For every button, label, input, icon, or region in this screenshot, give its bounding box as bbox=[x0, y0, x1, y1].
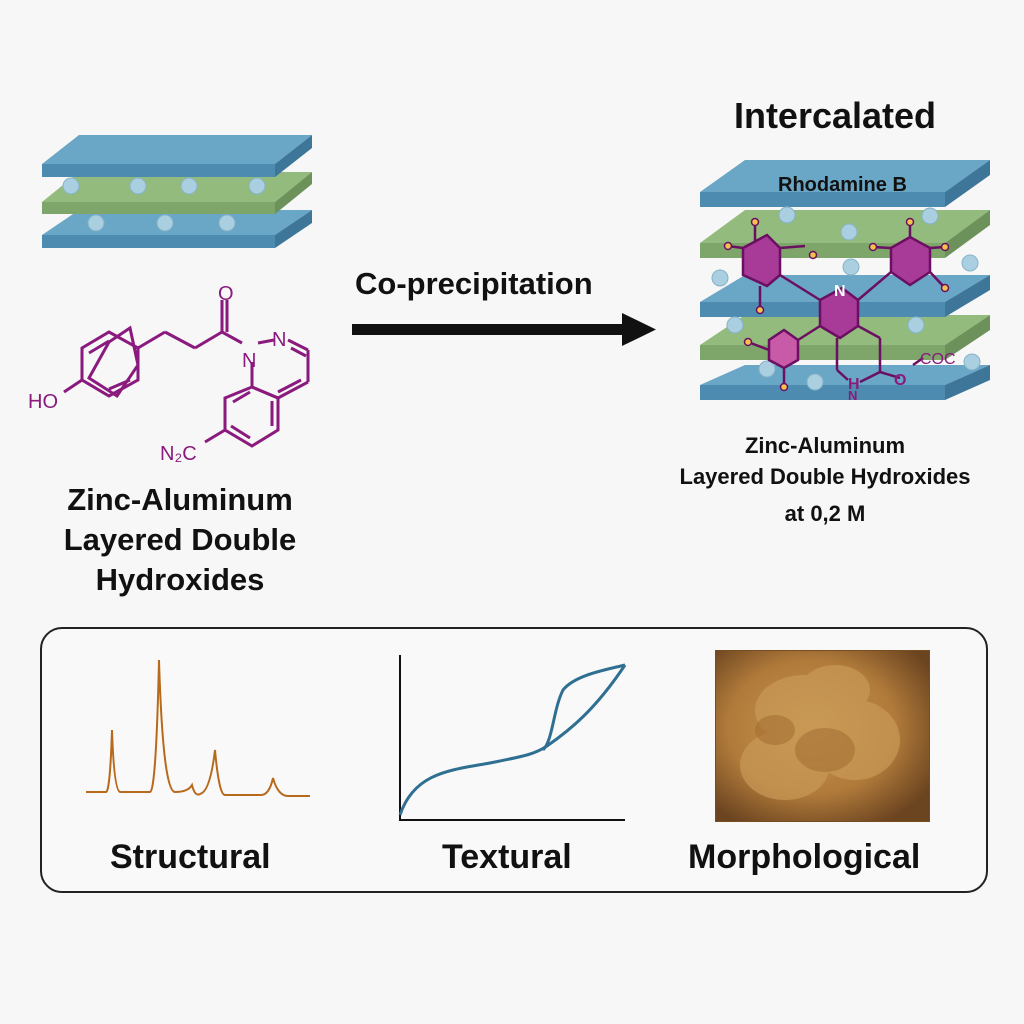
caption-line-1: Zinc-Aluminum bbox=[744, 433, 906, 458]
blue-layer-4 bbox=[700, 365, 990, 400]
process-label: Co-precipitation bbox=[355, 266, 593, 301]
interlayer-ions bbox=[711, 206, 981, 391]
interlayer-ions bbox=[62, 177, 266, 232]
ldh-title: Zinc-Aluminum Layered Double Hydroxides bbox=[30, 480, 330, 600]
nh-h-label: H bbox=[848, 376, 860, 393]
rhodamine-molecule bbox=[723, 217, 950, 392]
middle-green-layer bbox=[42, 172, 312, 214]
top-blue-layer bbox=[42, 135, 312, 177]
rhodamine-b-label: Rhodamine B bbox=[778, 174, 907, 196]
right-arrow-icon bbox=[352, 313, 656, 346]
intercalated-caption: Zinc-Aluminum Layered Double Hydroxides … bbox=[640, 430, 1010, 529]
nh-n-label: N bbox=[848, 388, 857, 403]
xrd-pattern-graphic bbox=[86, 659, 310, 797]
n1-label: N bbox=[242, 350, 256, 372]
oxygen-label: O bbox=[218, 283, 234, 305]
bottom-blue-layer bbox=[42, 210, 312, 248]
carbonyl-o-label: O bbox=[894, 372, 906, 389]
intercalated-ldh-illustration: Rhodamine B N H N bbox=[700, 160, 990, 403]
sem-image bbox=[715, 650, 930, 822]
adsorption-branch bbox=[398, 664, 627, 816]
ring-n-label: N bbox=[834, 283, 846, 300]
xrd-line bbox=[86, 659, 310, 797]
organic-molecule-structure: O N N HO N₂C bbox=[28, 283, 310, 465]
ester-label: COC bbox=[920, 351, 956, 368]
n2-label: N bbox=[272, 329, 286, 351]
ldh-title-line-3: Hydroxides bbox=[95, 562, 265, 597]
top-blue-layer bbox=[700, 160, 990, 207]
desorption-branch bbox=[541, 663, 626, 752]
ldh-title-line-1: Zinc-Aluminum bbox=[67, 482, 293, 517]
diazo-label: N₂C bbox=[160, 443, 197, 465]
morphological-label: Morphological bbox=[688, 838, 921, 876]
textural-label: Textural bbox=[442, 838, 572, 876]
structural-label: Structural bbox=[110, 838, 271, 876]
hydroxyl-label: HO bbox=[28, 391, 58, 413]
intercalated-heading: Intercalated bbox=[733, 95, 937, 136]
adsorption-isotherm-graphic bbox=[398, 655, 627, 821]
caption-line-2: Layered Double Hydroxides bbox=[679, 464, 971, 489]
concentration-label: at 0,2 M bbox=[784, 501, 866, 526]
ldh-title-line-2: Layered Double bbox=[63, 522, 297, 557]
ldh-layers-illustration bbox=[42, 135, 312, 248]
